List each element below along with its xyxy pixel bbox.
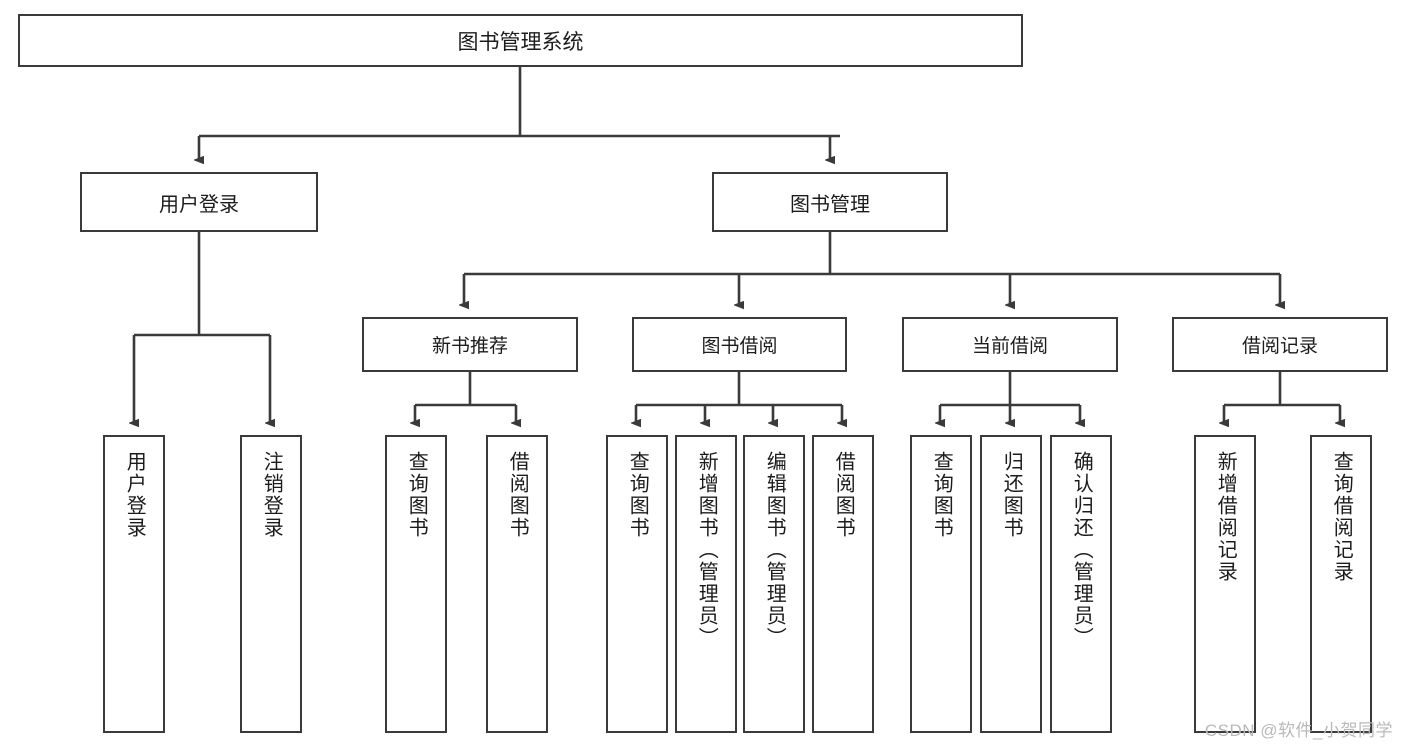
node-current-borrow[interactable]: 当前借阅 (902, 317, 1118, 372)
node-label: 图书管理 (790, 193, 870, 216)
node-label: 确认归还（管理员） (1070, 451, 1093, 649)
node-label: 图书借阅 (701, 336, 778, 357)
node-book-borrow[interactable]: 图书借阅 (632, 317, 847, 372)
node-label: 新书推荐 (431, 336, 508, 357)
node-label: 查询图书 (930, 451, 953, 539)
node-borrow-records[interactable]: 借阅记录 (1172, 317, 1388, 372)
leaf-user-login-login[interactable]: 用户登录 (103, 435, 165, 733)
node-label: 当前借阅 (971, 336, 1048, 357)
node-label: 图书管理系统 (457, 30, 584, 54)
leaf-user-login-logout[interactable]: 注销登录 (240, 435, 302, 733)
leaf-current-borrow-query-book[interactable]: 查询图书 (910, 435, 972, 733)
node-label: 查询图书 (626, 451, 649, 539)
node-label: 用户登录 (159, 193, 239, 216)
node-label: 用户登录 (123, 451, 146, 539)
node-label: 借阅图书 (832, 451, 855, 539)
leaf-current-borrow-return-book[interactable]: 归还图书 (980, 435, 1042, 733)
leaf-book-borrow-edit-book-admin[interactable]: 编辑图书（管理员） (743, 435, 805, 733)
node-label: 编辑图书（管理员） (763, 451, 786, 649)
node-label: 借阅图书 (506, 451, 529, 539)
leaf-new-book-query-book[interactable]: 查询图书 (385, 435, 447, 733)
node-book-management[interactable]: 图书管理 (712, 172, 948, 232)
node-label: 注销登录 (260, 451, 283, 539)
leaf-borrow-records-query-record[interactable]: 查询借阅记录 (1310, 435, 1372, 733)
leaf-current-borrow-confirm-return-admin[interactable]: 确认归还（管理员） (1050, 435, 1112, 733)
node-root-book-management-system[interactable]: 图书管理系统 (18, 14, 1023, 67)
leaf-book-borrow-add-book-admin[interactable]: 新增图书（管理员） (675, 435, 737, 733)
watermark: CSDN @软件_小贺同学 (1204, 721, 1393, 740)
node-label: 查询借阅记录 (1330, 451, 1353, 583)
leaf-borrow-records-add-record[interactable]: 新增借阅记录 (1194, 435, 1256, 733)
node-new-book-recommend[interactable]: 新书推荐 (362, 317, 578, 372)
node-user-login[interactable]: 用户登录 (80, 172, 318, 232)
leaf-new-book-borrow-book[interactable]: 借阅图书 (486, 435, 548, 733)
node-label: 借阅记录 (1241, 336, 1318, 357)
node-label: 新增借阅记录 (1214, 451, 1237, 583)
node-label: 归还图书 (1000, 451, 1023, 539)
node-label: 新增图书（管理员） (695, 451, 718, 649)
node-label: 查询图书 (405, 451, 428, 539)
leaf-book-borrow-query-book[interactable]: 查询图书 (606, 435, 668, 733)
leaf-book-borrow-borrow-book[interactable]: 借阅图书 (812, 435, 874, 733)
